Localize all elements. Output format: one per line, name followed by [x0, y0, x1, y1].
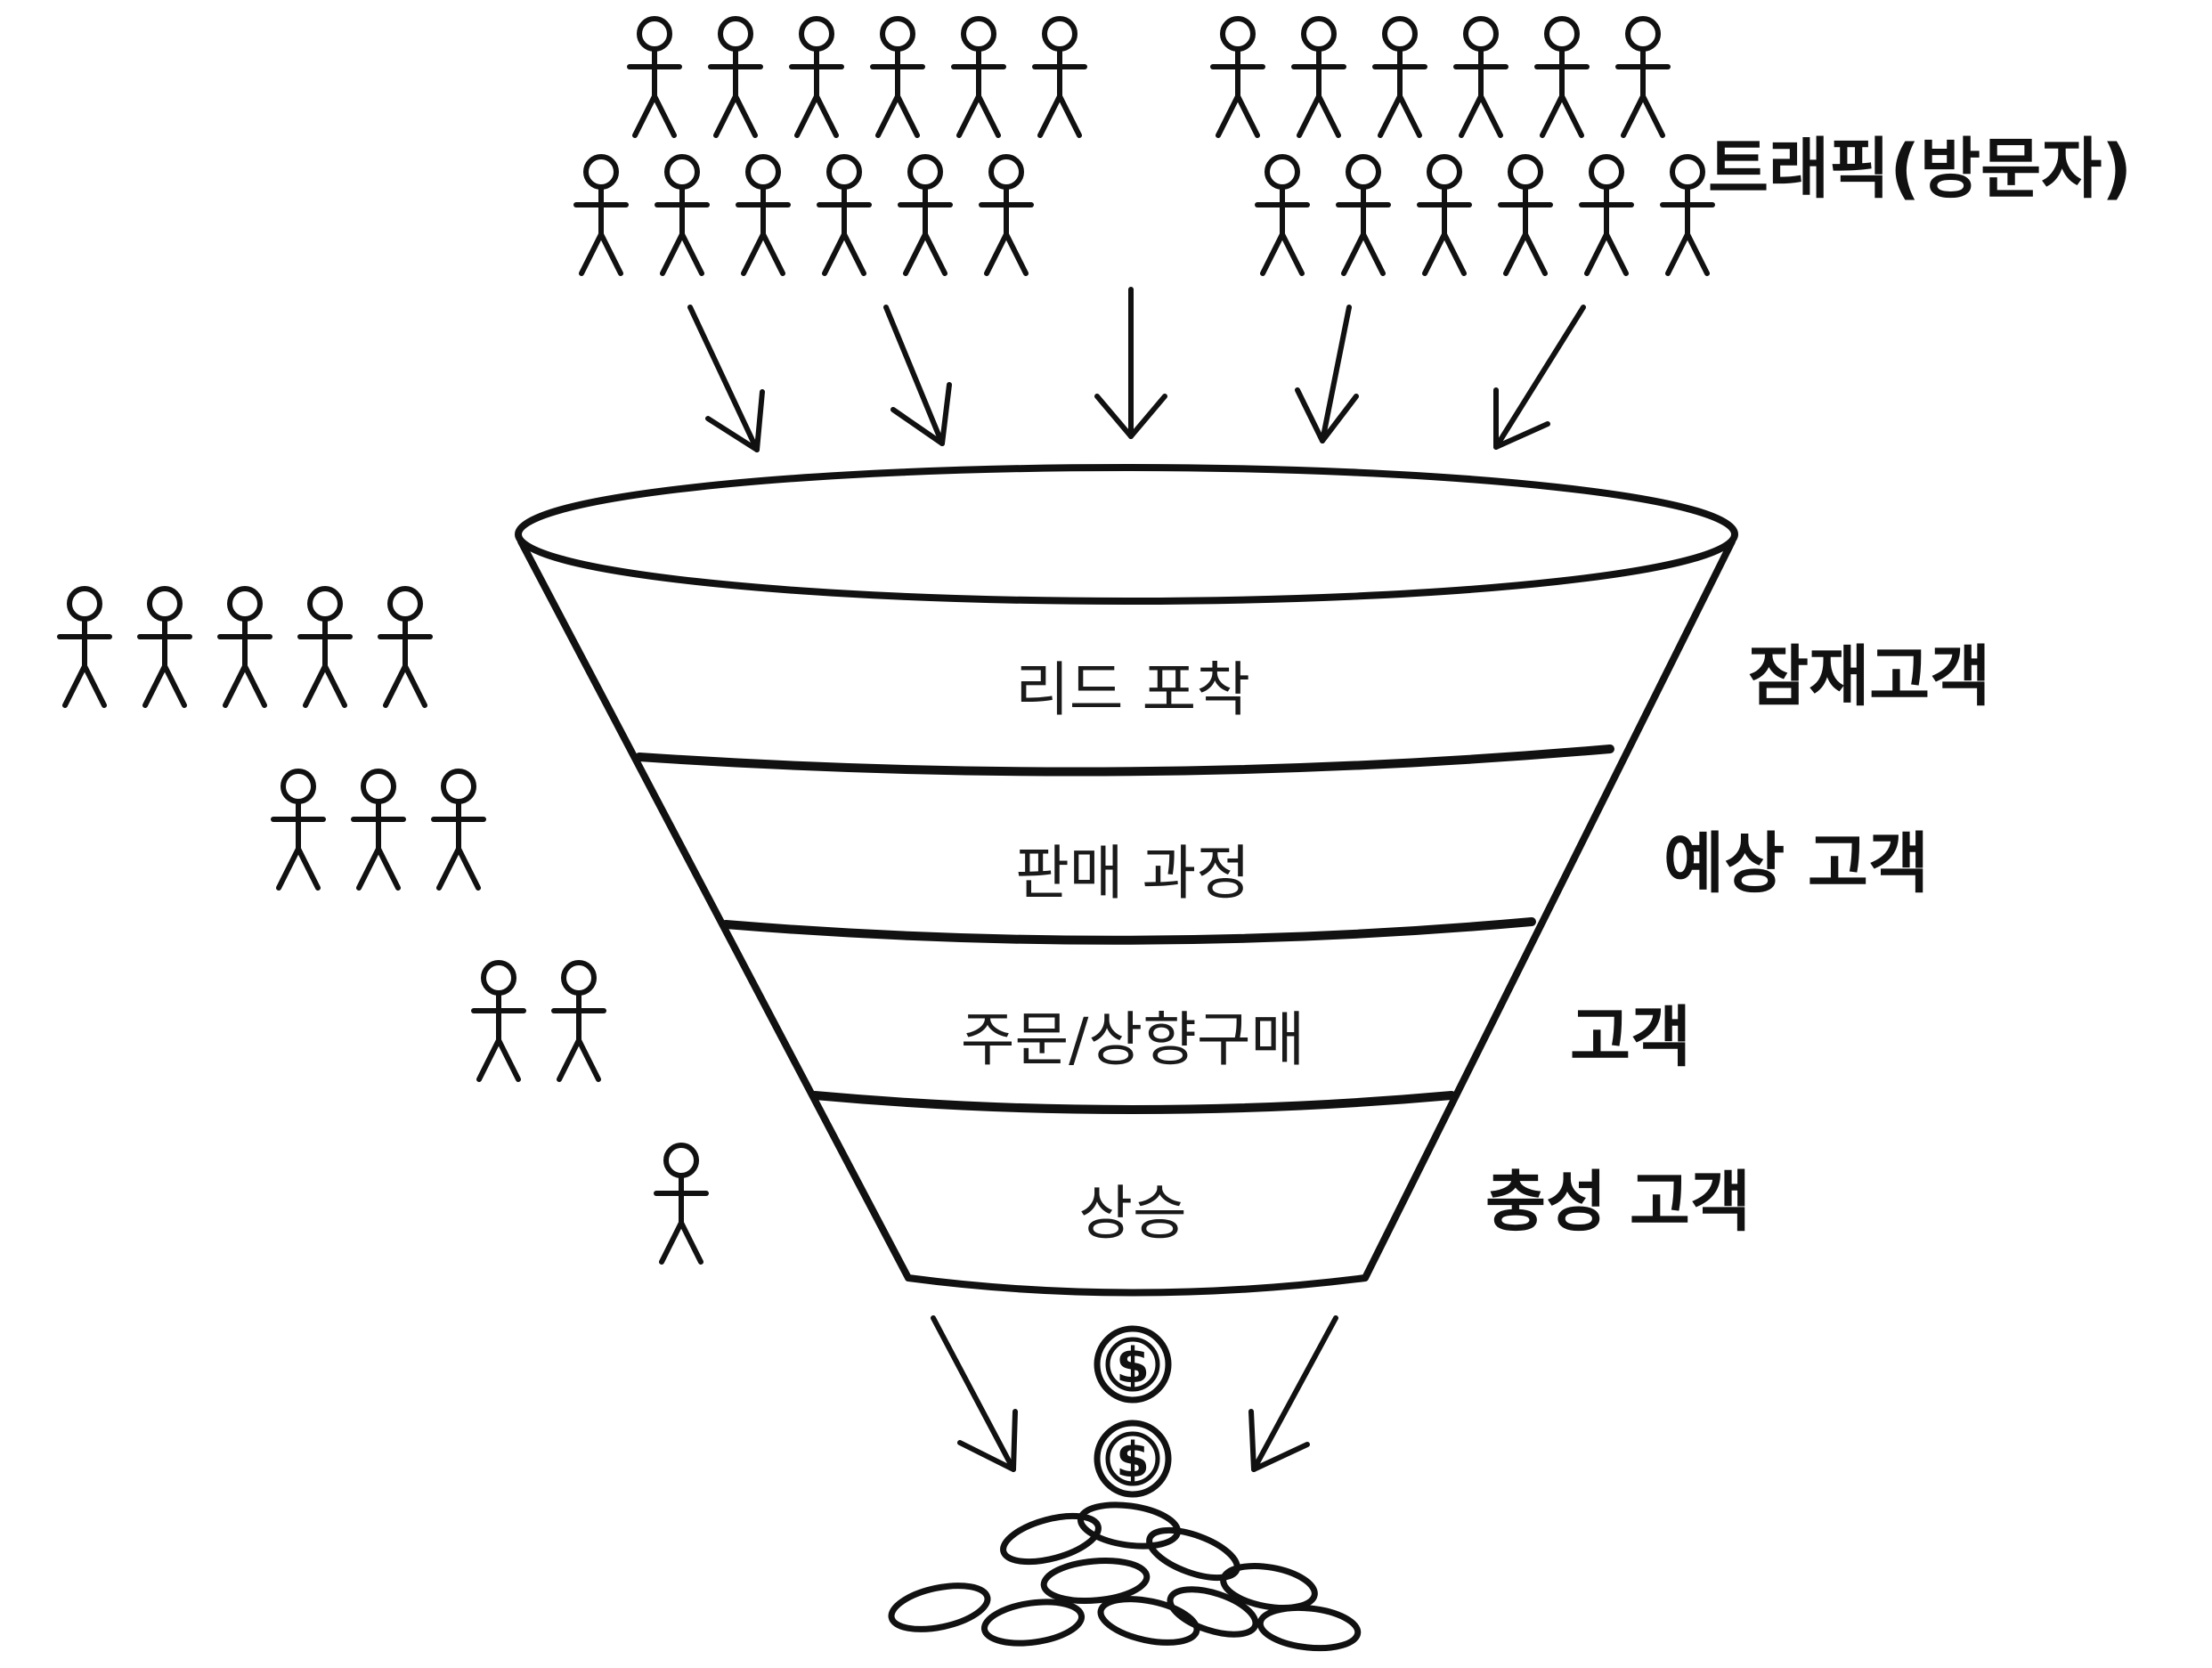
outflow-arrow: [1248, 1315, 1338, 1472]
stage-label-rise: 상승: [1078, 1179, 1186, 1248]
visitor-person-icon: [1213, 19, 1263, 135]
visitor-person-icon: [1419, 157, 1469, 273]
traffic-label: 트래픽(방문자): [1708, 131, 2132, 207]
coin-pile-icon: [888, 1501, 1362, 1652]
falling-coins: $ $: [1097, 1329, 1168, 1494]
stage-person-icon: [60, 589, 110, 705]
visitor-person-icon: [1663, 157, 1712, 273]
side-label-prospects: 잠재고객: [1748, 639, 1990, 715]
visitor-person-icon: [873, 19, 923, 135]
visitors-group: [576, 19, 1712, 273]
dollar-coin-icon: $: [1097, 1329, 1168, 1400]
side-label-customers: 고객: [1570, 999, 1691, 1076]
stage-label-sales-process: 판매 과정: [1015, 839, 1250, 907]
visitor-person-icon: [738, 157, 788, 273]
inflow-arrow: [1493, 305, 1586, 450]
visitor-person-icon: [1294, 19, 1344, 135]
inflow-arrow: [687, 305, 765, 452]
visitor-person-icon: [630, 19, 679, 135]
inflow-arrow: [883, 305, 952, 446]
side-label-loyal-customers: 충성 고객: [1485, 1164, 1751, 1241]
funnel-divider: [810, 1091, 1456, 1114]
stage-person-icon: [354, 771, 403, 888]
funnel-divider: [635, 744, 1614, 777]
visitor-person-icon: [1375, 19, 1425, 135]
visitor-person-icon: [576, 157, 626, 273]
visitor-person-icon: [1500, 157, 1550, 273]
svg-text:$: $: [1116, 1338, 1150, 1394]
visitor-person-icon: [657, 157, 707, 273]
visitor-person-icon: [1537, 19, 1587, 135]
funnel: [515, 464, 1738, 1297]
funnel-rim: [515, 464, 1738, 605]
visitor-person-icon: [981, 157, 1031, 273]
visitor-person-icon: [819, 157, 869, 273]
dollar-coin-icon: $: [1097, 1423, 1168, 1494]
visitor-person-icon: [1582, 157, 1631, 273]
stage-person-icon: [273, 771, 323, 888]
stage-person-icon: [140, 589, 190, 705]
visitor-person-icon: [1257, 157, 1307, 273]
visitor-person-icon: [711, 19, 760, 135]
visitor-person-icon: [900, 157, 950, 273]
inflow-arrow: [1295, 305, 1359, 443]
stage-person-icon: [474, 963, 524, 1079]
stage-person-icon: [656, 1145, 706, 1262]
visitor-person-icon: [1035, 19, 1085, 135]
stage-person-icon: [300, 589, 350, 705]
side-label-expected-customers: 예상 고객: [1663, 826, 1929, 902]
stage-label-order-upsell: 주문/상향구매: [961, 1005, 1305, 1074]
stage-person-icon: [220, 589, 270, 705]
visitor-person-icon: [1456, 19, 1506, 135]
outflow-arrow: [931, 1315, 1018, 1472]
svg-text:$: $: [1116, 1432, 1150, 1488]
stage-person-icon: [434, 771, 484, 888]
stage-label-lead-capture: 리드 포착: [1015, 655, 1250, 724]
outflow-arrows: [931, 1315, 1338, 1472]
inflow-arrows: [687, 287, 1586, 452]
visitor-person-icon: [954, 19, 1004, 135]
funnel-divider: [721, 917, 1536, 945]
visitor-person-icon: [792, 19, 842, 135]
stage-people-group: [60, 589, 706, 1262]
visitor-person-icon: [1618, 19, 1668, 135]
inflow-arrow: [1094, 287, 1167, 439]
visitor-person-icon: [1338, 157, 1388, 273]
stage-person-icon: [554, 963, 604, 1079]
stage-person-icon: [380, 589, 430, 705]
